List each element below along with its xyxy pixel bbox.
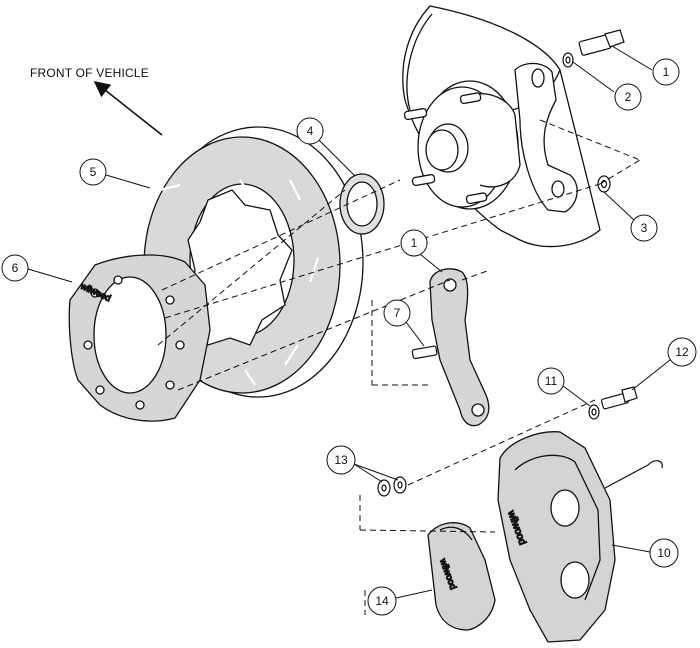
callout-11: 11 [537,367,591,407]
callout-5: 4 [296,117,356,177]
svg-text:14: 14 [375,594,389,608]
washers-part-13 [377,476,407,497]
svg-text:3: 3 [641,221,648,235]
bracket-part-1 [429,268,490,427]
bolt-part-2 [578,29,625,56]
shim-part-5 [339,173,385,235]
svg-text:1: 1 [663,65,670,79]
callout-4: 3 [603,191,658,242]
front-direction-arrow [93,81,163,136]
svg-text:7: 7 [394,306,401,320]
bolt-part-12 [600,386,638,410]
svg-text:5: 5 [90,165,97,179]
svg-text:11: 11 [545,374,558,388]
washer-part-3 [562,52,574,68]
svg-text:13: 13 [334,453,348,467]
hat-part-7: wilwood [68,254,211,422]
callout-7: 6 [1,254,73,283]
svg-text:1: 1 [411,236,418,250]
pad-part-14: wilwood [427,522,496,631]
svg-text:12: 12 [675,345,689,359]
svg-text:4: 4 [307,124,314,138]
callout-1: 1 [400,229,443,273]
callout-13: 13 [326,445,399,483]
assembly-dash-lines [157,119,641,615]
caliper-part-10: wilwood [497,431,616,643]
front-of-vehicle-label: FRONT OF VEHICLE [30,66,149,80]
callout-3: 2 [572,61,642,111]
washer-part-11 [588,404,600,420]
hub-assembly [403,80,521,210]
callout-2: 1 [611,45,680,86]
callout-9: 7 [383,299,425,347]
svg-text:6: 6 [12,261,19,275]
caliper-pin [604,460,663,489]
callout-12: 12 [631,337,697,391]
callout-10: 10 [611,538,679,568]
svg-text:2: 2 [625,90,632,104]
callout-6: 5 [79,158,151,189]
bolt-part-9 [411,345,438,360]
callout-14: 14 [367,586,433,616]
svg-text:10: 10 [657,546,671,560]
